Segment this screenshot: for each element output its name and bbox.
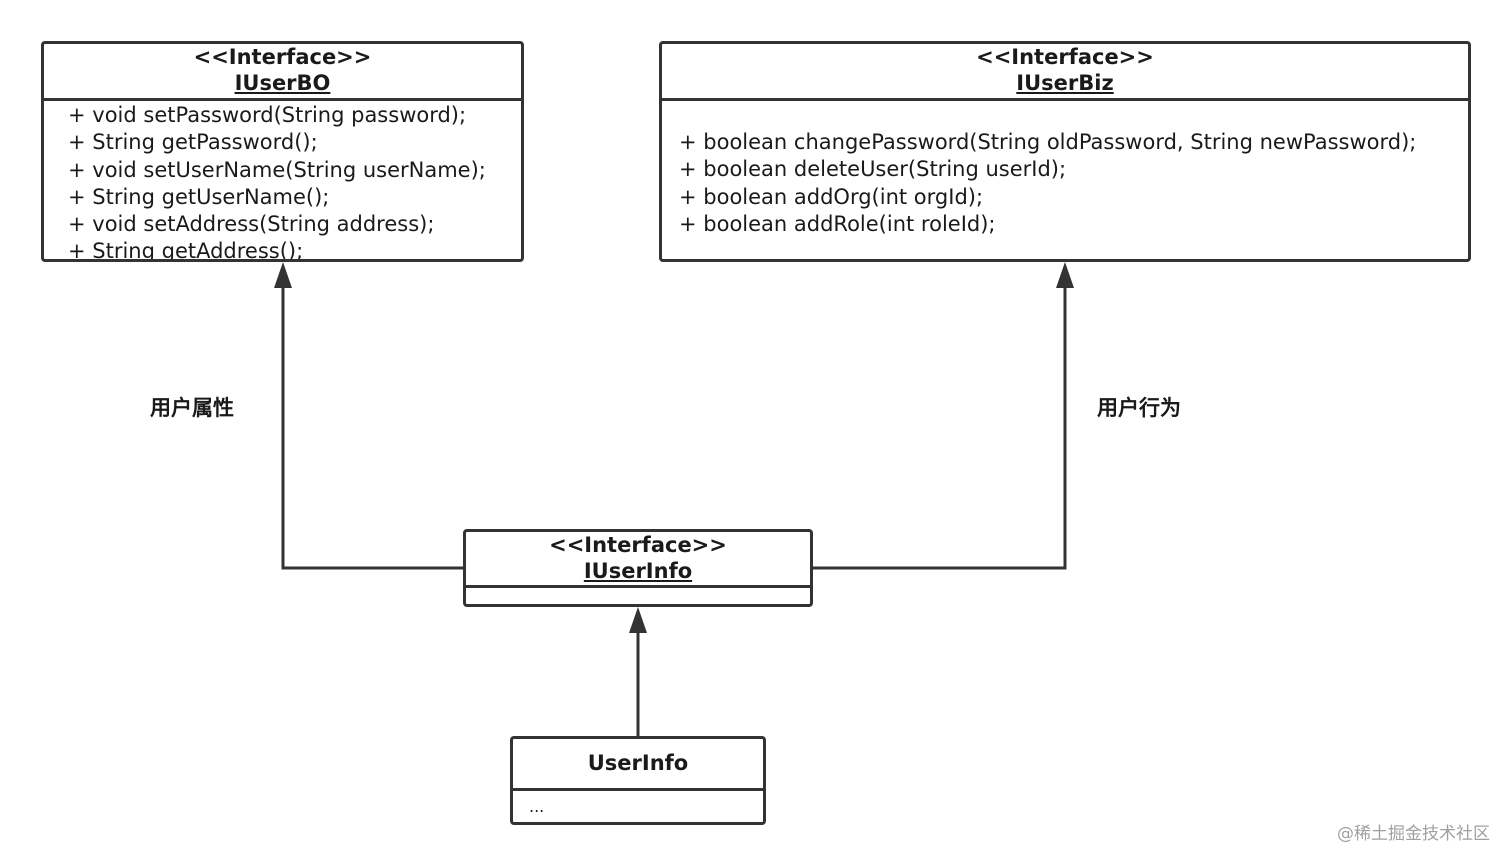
arrowhead-iuserbo — [274, 262, 292, 288]
edge-iuserinfo-to-iuserbiz — [812, 282, 1067, 570]
edge-iuserinfo-to-iuserbo — [281, 282, 463, 570]
class-header: <<Interface>> IUserInfo — [466, 532, 810, 588]
method-list: + void setPassword(String password); + S… — [44, 101, 521, 259]
edge-label-user-attributes: 用户属性 — [150, 396, 234, 420]
method-list: + boolean changePassword(String oldPassw… — [662, 101, 1468, 259]
class-header: <<Interface>> IUserBO — [44, 44, 521, 101]
method-item: + boolean deleteUser(String userId); — [679, 157, 1067, 182]
method-item: + void setPassword(String password); — [68, 103, 467, 127]
watermark-text: @稀土掘金技术社区 — [1337, 824, 1490, 844]
class-box-iuserinfo[interactable]: <<Interface>> IUserInfo — [463, 529, 813, 607]
arrowhead-iuserbiz — [1056, 262, 1074, 288]
ellipsis-text: ... — [529, 797, 545, 816]
method-item: + boolean addRole(int roleId); — [679, 211, 996, 236]
stereotype-label: <<Interface>> — [549, 533, 727, 557]
method-item: + void setAddress(String address); — [68, 212, 435, 237]
class-name: IUserInfo — [583, 559, 693, 583]
edge-label-user-behaviour: 用户行为 — [1097, 396, 1181, 420]
class-box-userinfo[interactable]: UserInfo ... — [510, 736, 766, 825]
arrowhead-iuserinfo — [629, 607, 647, 633]
class-name: IUserBO — [234, 71, 331, 95]
method-item: + boolean addOrg(int orgId); — [679, 184, 984, 209]
class-header: UserInfo — [513, 739, 763, 791]
class-box-iuserbiz[interactable]: <<Interface>> IUserBiz + boolean changeP… — [659, 41, 1471, 262]
method-item: + boolean changePassword(String oldPassw… — [679, 130, 1417, 154]
method-item: + String getUserName(); — [68, 184, 330, 209]
class-header: <<Interface>> IUserBiz — [662, 44, 1468, 101]
method-item: + String getAddress(); — [68, 239, 304, 259]
method-list: ... — [513, 791, 763, 822]
class-box-iuserbo[interactable]: <<Interface>> IUserBO + void setPassword… — [41, 41, 524, 262]
empty-method-list — [466, 588, 810, 604]
stereotype-label: <<Interface>> — [193, 45, 372, 69]
class-name: UserInfo — [587, 751, 689, 775]
method-item: + void setUserName(String userName); — [68, 157, 486, 182]
class-name: IUserBiz — [1016, 71, 1114, 95]
stereotype-label: <<Interface>> — [976, 45, 1154, 69]
method-item: + String getPassword(); — [68, 130, 318, 155]
